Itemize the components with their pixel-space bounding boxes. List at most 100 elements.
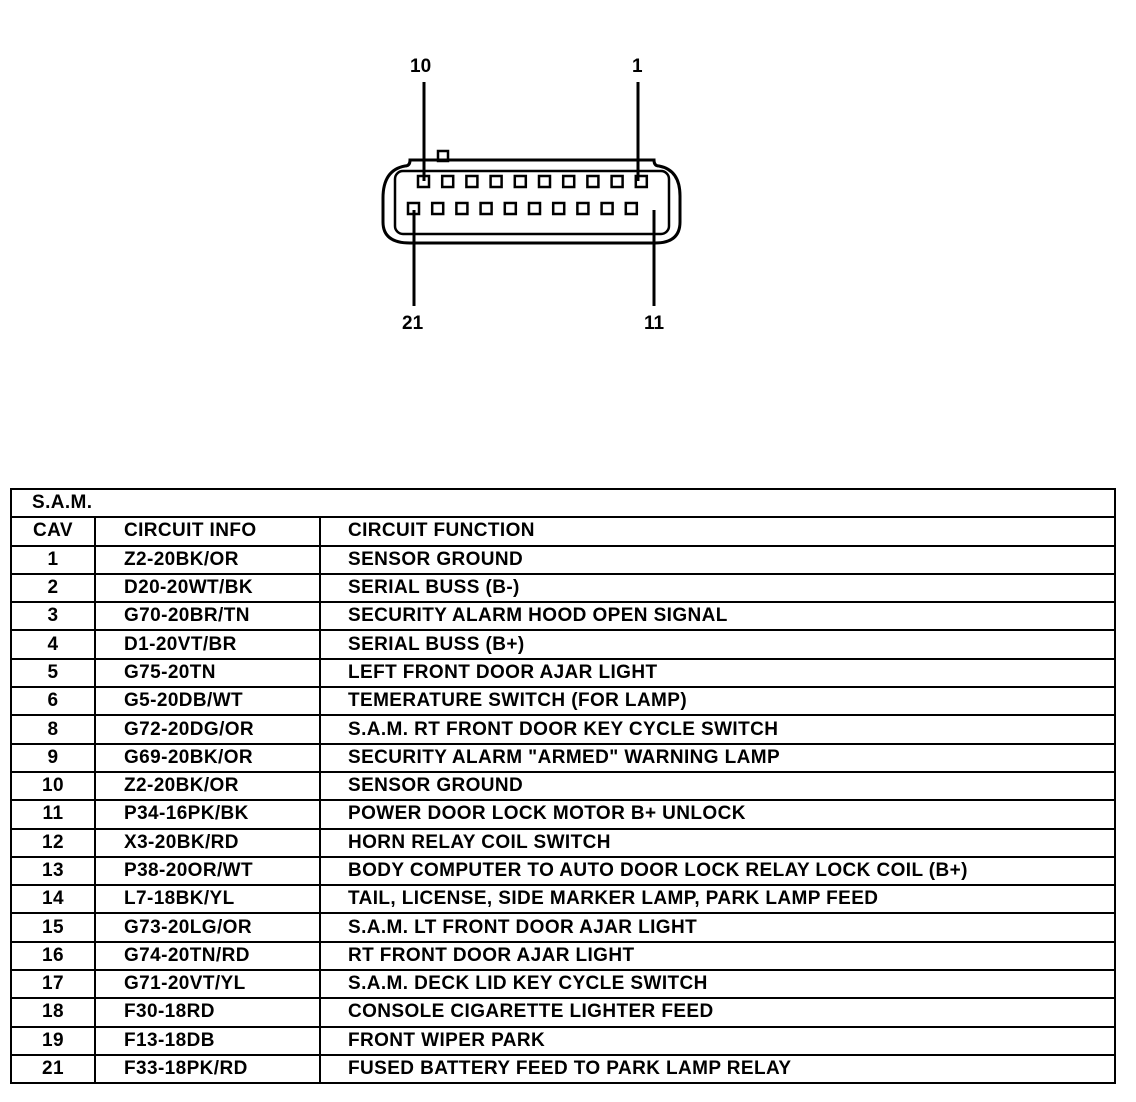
cell-circuit-function: SERIAL BUSS (B-) [319,572,1116,604]
pin-cavity-top-6 [513,174,528,189]
cell-cav: 13 [10,855,96,887]
pin-cavity-top-7 [489,174,503,189]
cell-cav: 11 [10,799,96,830]
cell-circuit-info: G75-20TN [94,657,321,689]
cell-circuit-function: CONSOLE CIGARETTE LIGHTER FEED [319,997,1116,1028]
cell-cav: 15 [10,912,96,943]
cell-circuit-function: SECURITY ALARM "ARMED" WARNING LAMP [319,742,1116,773]
cell-circuit-function: S.A.M. RT FRONT DOOR KEY CYCLE SWITCH [319,714,1116,745]
cell-circuit-function: BODY COMPUTER TO AUTO DOOR LOCK RELAY LO… [319,855,1116,887]
cell-circuit-function: RT FRONT DOOR AJAR LIGHT [319,940,1116,972]
cell-circuit-function: HORN RELAY COIL SWITCH [319,827,1116,858]
pin-row-top [416,174,649,189]
cell-circuit-function: TAIL, LICENSE, SIDE MARKER LAMP, PARK LA… [319,884,1116,915]
header-circuit-info: CIRCUIT INFO [94,516,321,547]
pin-label-11: 11 [644,313,665,334]
pin-cavity-bottom-15 [551,201,566,216]
cell-cav: 17 [10,969,96,1000]
cell-circuit-info: Z2-20BK/OR [94,544,321,575]
pin-cavity-top-9 [440,174,455,189]
cell-circuit-info: G74-20TN/RD [94,940,321,972]
cell-cav: 10 [10,770,96,802]
cell-cav: 19 [10,1025,96,1056]
cell-cav: 12 [10,827,96,858]
cell-circuit-function: SERIAL BUSS (B+) [319,629,1116,660]
cell-circuit-function: TEMERATURE SWITCH (FOR LAMP) [319,686,1116,717]
pin-cavity-bottom-12 [624,201,639,216]
header-circuit-function: CIRCUIT FUNCTION [319,516,1116,547]
cell-circuit-info: P34-16PK/BK [94,799,321,830]
pin-cavity-top-4 [561,174,576,189]
pin-cavity-bottom-17 [503,201,518,216]
cell-cav: 9 [10,742,96,773]
pin-cavity-bottom-13 [600,201,614,216]
cell-circuit-info: Z2-20BK/OR [94,770,321,802]
table-header-row: CAV CIRCUIT INFO CIRCUIT FUNCTION [10,516,1116,547]
cell-cav: 4 [10,629,96,660]
header-cav: CAV [10,516,96,547]
cell-circuit-info: G69-20BK/OR [94,742,321,773]
pin-label-21: 21 [402,313,424,334]
cell-circuit-info: G5-20DB/WT [94,686,321,717]
pin-cavity-bottom-20 [430,201,445,216]
cell-circuit-info: F30-18RD [94,997,321,1028]
pin-cavity-bottom-16 [527,201,542,216]
pin-cavity-top-2 [610,174,624,189]
pin-cavity-bottom-18 [479,201,493,216]
cell-cav: 14 [10,884,96,915]
pin-cavity-top-8 [465,174,479,189]
connector-diagram [381,82,682,306]
cell-circuit-function: S.A.M. DECK LID KEY CYCLE SWITCH [319,969,1116,1000]
cell-cav: 5 [10,657,96,689]
cell-circuit-function: FRONT WIPER PARK [319,1025,1116,1056]
pin-cavity-bottom-19 [455,201,469,216]
pin-label-1: 1 [632,56,643,77]
cell-circuit-function: LEFT FRONT DOOR AJAR LIGHT [319,657,1116,689]
pin-cavity-bottom-14 [576,201,590,216]
cell-circuit-function: SENSOR GROUND [319,544,1116,575]
connector-housing [381,158,682,245]
cell-cav: 8 [10,714,96,745]
table-title: S.A.M. [10,487,1116,519]
pin-row-bottom [406,201,639,216]
cell-circuit-info: D1-20VT/BR [94,629,321,660]
cell-cav: 18 [10,997,96,1028]
cell-circuit-info: F13-18DB [94,1025,321,1056]
cell-circuit-function: SECURITY ALARM HOOD OPEN SIGNAL [319,601,1116,632]
cell-circuit-function: S.A.M. LT FRONT DOOR AJAR LIGHT [319,912,1116,943]
cell-circuit-info: G72-20DG/OR [94,714,321,745]
cell-circuit-function: POWER DOOR LOCK MOTOR B+ UNLOCK [319,799,1116,830]
connector-key-tab [436,149,450,163]
connector-inner-wall [393,169,671,236]
pinout-table: S.A.M. CAV CIRCUIT INFO CIRCUIT FUNCTION… [10,487,1116,1085]
cell-circuit-info: P38-20OR/WT [94,855,321,887]
cell-circuit-info: G73-20LG/OR [94,912,321,943]
cell-cav: 1 [10,544,96,575]
pin-label-10: 10 [410,56,432,77]
cell-circuit-info: G71-20VT/YL [94,969,321,1000]
cell-cav: 21 [10,1053,96,1085]
cell-circuit-info: F33-18PK/RD [94,1053,321,1085]
cell-circuit-info: X3-20BK/RD [94,827,321,858]
cell-circuit-info: G70-20BR/TN [94,601,321,632]
cell-circuit-function: FUSED BATTERY FEED TO PARK LAMP RELAY [319,1053,1116,1085]
cell-circuit-function: SENSOR GROUND [319,770,1116,802]
cell-cav: 6 [10,686,96,717]
cell-circuit-info: D20-20WT/BK [94,572,321,604]
